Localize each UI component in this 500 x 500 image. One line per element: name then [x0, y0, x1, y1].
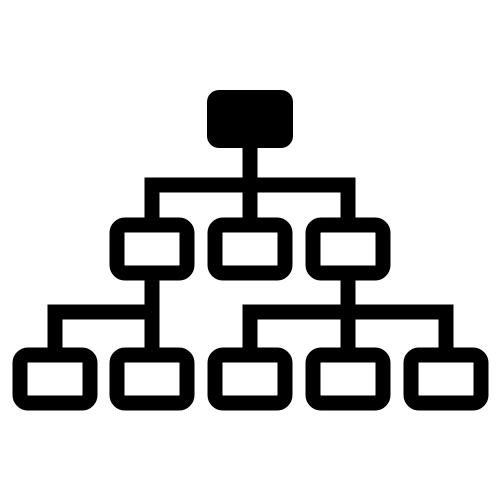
middle-node-center: [207, 217, 293, 281]
leaf-node-4: [305, 347, 391, 411]
leaf-nodes: [12, 347, 489, 411]
leaf-node-1: [12, 347, 98, 411]
middle-node-left: [109, 217, 195, 281]
middle-nodes: [109, 217, 391, 281]
connector-lines: [47, 140, 454, 361]
leaf-node-3: [207, 347, 293, 411]
leaf-node-5: [403, 347, 489, 411]
root-node: [207, 90, 293, 148]
middle-node-right: [305, 217, 391, 281]
leaf-node-2: [109, 347, 195, 411]
